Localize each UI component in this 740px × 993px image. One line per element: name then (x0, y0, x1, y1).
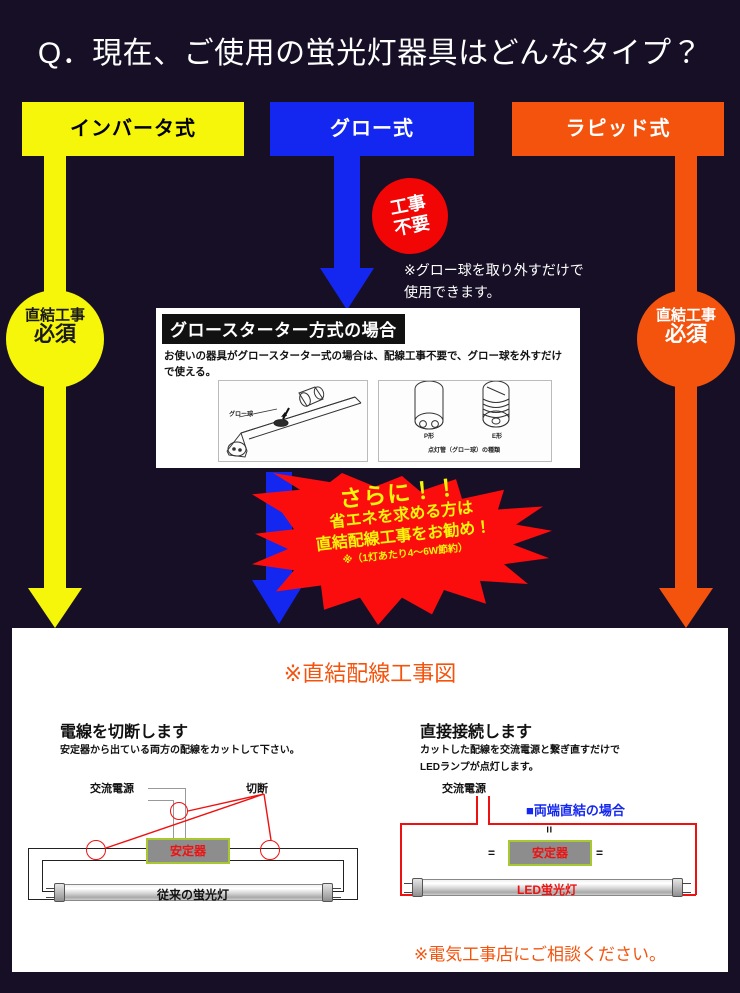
right-wire-right (695, 823, 697, 895)
glow-bulb-types-figure: P形 E形 点灯管（グロー球）の種類 (378, 380, 552, 462)
left-cut-ring-3 (170, 802, 188, 820)
arrow-stem-rapid-upper (675, 156, 697, 308)
right-wire-top-right (488, 823, 696, 825)
glow-type-p-label: P形 (423, 434, 434, 440)
right-tube-cap-left (412, 878, 423, 897)
left-tube-cap-right (322, 883, 333, 902)
arrow-stem-inverter-upper (44, 156, 66, 308)
right-subtext-line1: カットした配線を交流電源と繋ぎ直すだけで (420, 745, 620, 756)
right-wire-left (400, 823, 402, 895)
right-step-subtext: カットした配線を交流電源と繋ぎ直すだけで LEDランプが点灯します。 (420, 742, 710, 776)
right-label-mode: ■両端直結の場合 (526, 803, 625, 818)
right-step-heading: 直接接続します (420, 724, 533, 741)
badge-rapid-required: 直結工事 必須 (637, 290, 735, 388)
left-tube-label: 従来の蛍光灯 (156, 888, 229, 902)
right-wire-bottom-left (400, 894, 418, 896)
right-tube-pin-r2 (682, 892, 691, 893)
left-wire-inner-right (343, 860, 344, 892)
left-wire-inner-left (42, 860, 43, 892)
left-step-heading: 電線を切断します (60, 724, 189, 741)
badge-inverter-line1: 直結工事 (24, 307, 85, 324)
badge-no-work-needed: 工事 不要 (365, 171, 455, 261)
left-wire-left-outer (28, 848, 29, 900)
glow-bulb-callout: グロー球 (228, 412, 253, 418)
arrow-head-glow-upper-icon (320, 268, 374, 310)
left-wire-bottom-left (28, 899, 56, 900)
arrow-head-inverter-icon (28, 588, 82, 628)
left-circuit-diagram: 交流電源 切断 安定器 (28, 778, 368, 928)
arrow-stem-rapid-lower (675, 382, 697, 590)
right-wire-lead-1 (476, 796, 478, 824)
left-wire-power-h2 (148, 800, 174, 801)
right-tube-pin-l1 (404, 883, 413, 884)
right-tube-pin-l2 (404, 892, 413, 893)
right-wire-lead-2 (488, 796, 490, 824)
right-circuit-diagram: 交流電源 ■両端直結の場合 安定器 = = = LED蛍光灯 (384, 778, 714, 928)
page-title: Q．現在、ご使用の蛍光灯器具はどんなタイプ？ (37, 37, 703, 70)
right-disconnect-mark-left: = (488, 846, 495, 860)
left-wire-power-v1 (185, 788, 186, 850)
left-tube-cap-left (54, 883, 65, 902)
left-ballast-label: 安定器 (169, 844, 206, 858)
right-tube-pin-r1 (682, 883, 691, 884)
badge-inverter-line2: 必須 (34, 323, 76, 346)
left-wire-right-outer (357, 848, 358, 900)
left-cut-ring-1 (86, 840, 106, 860)
left-step-subtext: 安定器から出ている両方の配線をカットして下さい。 (60, 745, 300, 756)
left-ballast-box: 安定器 (146, 838, 230, 864)
left-tube: 従来の蛍光灯 (56, 884, 330, 902)
left-tube-pin-l2 (46, 897, 55, 898)
glow-type-e-label: E形 (491, 434, 502, 440)
arrow-stem-glow-upper (334, 156, 360, 268)
right-disconnect-mark-top: = (542, 825, 557, 833)
badge-rapid-line2: 必須 (665, 323, 707, 346)
right-label-power: 交流電源 (442, 783, 486, 795)
wiring-panel-footnote: ※電気工事店にご相談ください。 (414, 945, 666, 964)
left-wire-inner-bottom-left (42, 891, 60, 892)
left-label-cut: 切断 (246, 783, 268, 795)
glow-panel-title: グロースターター方式の場合 (162, 314, 405, 344)
arrow-head-rapid-icon (659, 588, 713, 628)
right-tube: LED蛍光灯 (414, 879, 680, 897)
arrow-stem-inverter-lower (44, 382, 66, 590)
glow-panel-body: お使いの器具がグロースターター式の場合は、配線工事不要で、グロー球を外すだけで使… (164, 350, 563, 378)
left-cut-ring-2 (260, 840, 280, 860)
wiring-diagram-panel: ※直結配線工事図 電線を切断します 安定器から出ている両方の配線をカットして下さ… (12, 628, 728, 972)
right-subtext-line2: LEDランプが点灯します。 (420, 762, 539, 773)
right-tube-cap-right (672, 878, 683, 897)
left-wire-inner-bottom-right (326, 891, 344, 892)
glow-starter-panel: グロースターター方式の場合 お使いの器具がグロースターター式の場合は、配線工事不… (156, 308, 580, 468)
left-wire-power-h1 (148, 788, 186, 789)
glow-types-caption: 点灯管（グロー球）の種類 (427, 448, 500, 454)
left-tube-pin-r2 (332, 897, 341, 898)
left-cut-pointers (105, 793, 272, 849)
right-tube-label: LED蛍光灯 (516, 883, 577, 897)
left-tube-pin-l1 (46, 888, 55, 889)
left-tube-pin-r1 (332, 888, 341, 889)
right-ballast-box: 安定器 (508, 840, 592, 866)
type-box-glow[interactable]: グロー式 (270, 102, 474, 156)
glow-removal-figure: グロー球 (218, 380, 368, 462)
left-label-power: 交流電源 (90, 783, 134, 795)
right-wire-bottom-right (678, 894, 696, 896)
left-wire-bottom-right (330, 899, 358, 900)
glow-note-text: ※グロー球を取り外すだけで 使用できます。 (404, 262, 584, 300)
type-box-inverter[interactable]: インバータ式 (22, 102, 244, 156)
right-disconnect-mark-right: = (596, 846, 603, 860)
right-wire-top-left (400, 823, 478, 825)
badge-rapid-line1: 直結工事 (655, 307, 716, 324)
type-box-rapid[interactable]: ラピッド式 (512, 102, 724, 156)
right-ballast-label: 安定器 (531, 846, 568, 860)
wiring-panel-title: ※直結配線工事図 (283, 661, 457, 686)
badge-inverter-required: 直結工事 必須 (6, 290, 104, 388)
glow-bulb-types-illustration (414, 380, 510, 430)
glow-removal-illustration (226, 386, 362, 458)
